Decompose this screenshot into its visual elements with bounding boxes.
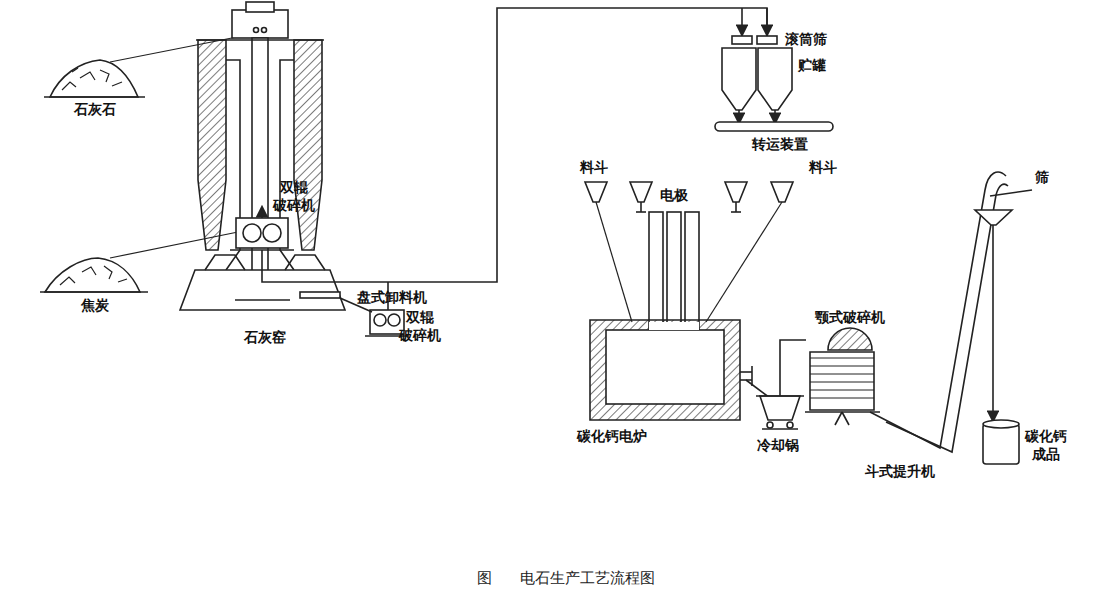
figure-caption: 图 电石生产工艺流程图 (477, 569, 654, 588)
equipment-label: 电极 (660, 187, 688, 205)
equipment-label: 石灰窑 (244, 329, 286, 347)
equipment-label: 颚式破碎机 (815, 309, 885, 327)
equipment-label: 筛 (1035, 169, 1049, 187)
equipment-label: 盘式卸料机 (357, 289, 427, 307)
equipment-label: 转运装置 (752, 136, 808, 154)
equipment-label: 碳化钙电炉 (577, 428, 647, 446)
equipment-label: 双辊 破碎机 (271, 179, 317, 214)
equipment-label: 斗式提升机 (865, 463, 935, 481)
material-label: 焦炭 (81, 297, 109, 315)
equipment-label: 冷却锅 (757, 437, 799, 455)
equipment-label: 滚筒筛 (785, 31, 827, 49)
equipment-label: 双辊 破碎机 (397, 309, 443, 344)
product-label: 碳化钙 成品 (1023, 428, 1069, 463)
equipment-label: 料斗 (809, 159, 837, 177)
material-label: 石灰石 (74, 101, 116, 119)
equipment-label: 料斗 (580, 159, 608, 177)
equipment-label: 贮罐 (798, 57, 826, 75)
